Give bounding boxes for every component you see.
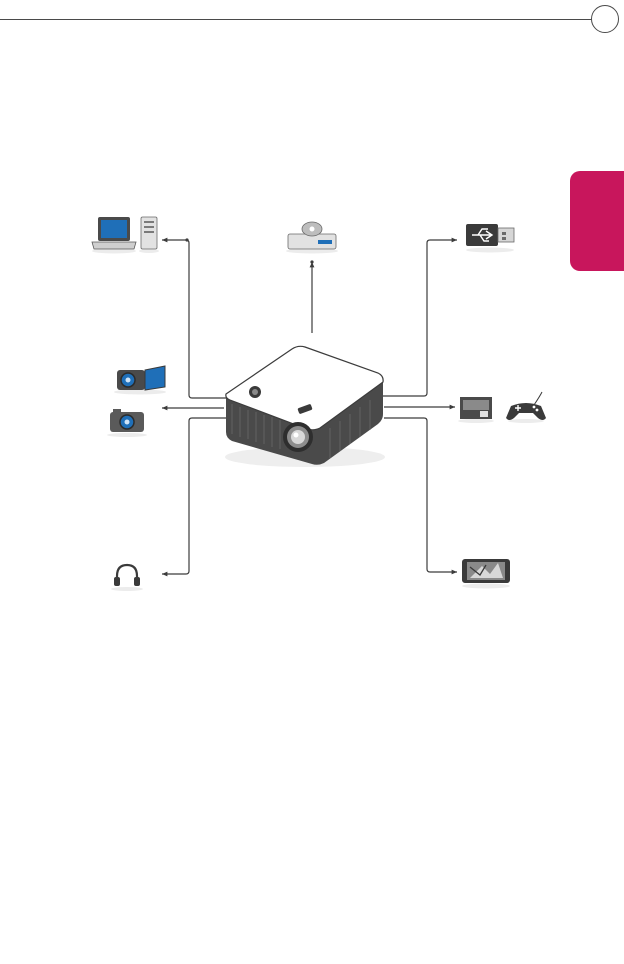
- headphones-icon: [111, 565, 143, 591]
- laptop-icon: [92, 217, 136, 254]
- smartphone-icon: [462, 559, 510, 589]
- set-top-box-icon: [458, 397, 494, 423]
- line-audio: [162, 418, 226, 574]
- desktop-tower-icon: [139, 217, 159, 253]
- digital-camera-icon: [107, 409, 147, 437]
- line-mobile: [384, 418, 457, 572]
- projector-icon: [225, 346, 385, 467]
- camcorder-icon: [114, 366, 166, 395]
- disc-player-icon: [286, 222, 338, 254]
- line-usb: [383, 240, 457, 396]
- usb-drive-icon: [466, 224, 514, 253]
- line-pc: [162, 240, 226, 398]
- game-controller-icon: [506, 392, 546, 423]
